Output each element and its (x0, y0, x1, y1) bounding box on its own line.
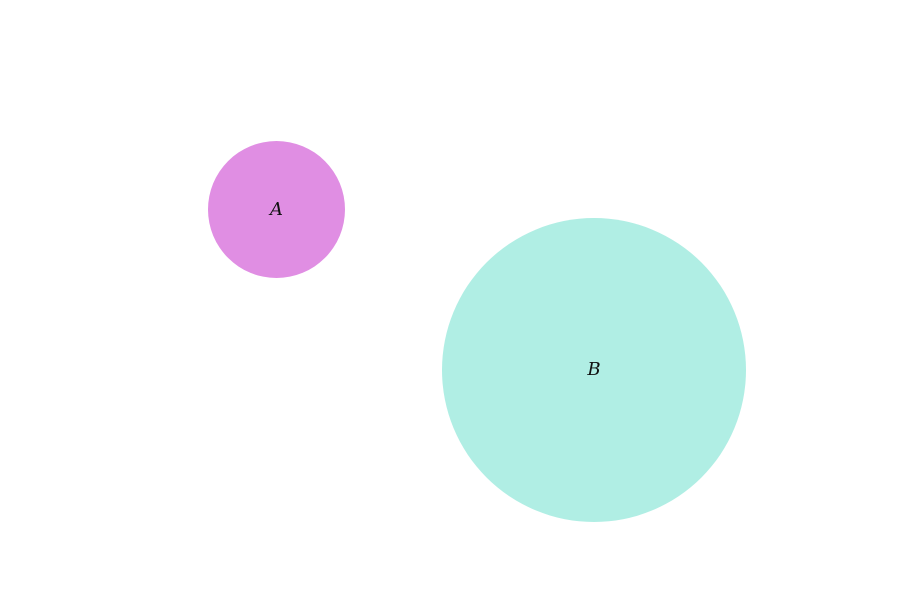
set-b-circle: B (442, 218, 746, 522)
set-a-circle: A (208, 141, 345, 278)
set-a-label: A (270, 198, 283, 220)
set-b-label: B (587, 359, 601, 380)
